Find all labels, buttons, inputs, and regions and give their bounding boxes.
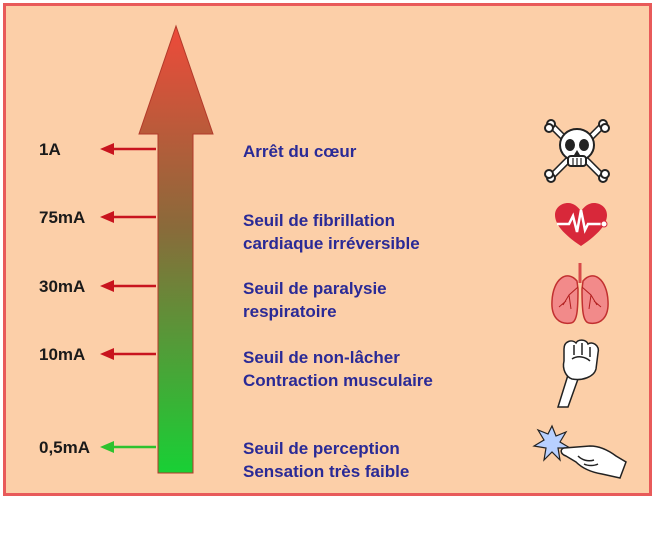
level-label-1a: 1A [39, 140, 61, 159]
description-perception: Seuil de perception Sensation très faibl… [243, 439, 410, 481]
level-label-30ma: 30mA [39, 277, 86, 296]
pointer-arrow-0-5ma [100, 441, 156, 453]
description-fibrillation: Seuil de fibrillation cardiaque irrévers… [243, 211, 420, 253]
heart-ecg-icon [555, 203, 608, 246]
pointer-arrow-1a [100, 143, 156, 155]
pointer-arrow-30ma [100, 280, 156, 292]
diagram-panel: 1A Arrêt du cœur 75mA Seuil de fibrillat… [3, 3, 652, 496]
skull-crossbones-icon [544, 119, 610, 183]
current-arrow [138, 24, 214, 474]
lungs-icon [551, 263, 609, 325]
level-label-0-5ma: 0,5mA [39, 438, 91, 457]
pointer-arrow-75ma [100, 211, 156, 223]
description-cardiac-arrest: Arrêt du cœur [243, 142, 357, 161]
pointer-arrow-10ma [100, 348, 156, 360]
level-label-75ma: 75mA [39, 208, 86, 227]
finger-spark-icon [532, 424, 627, 479]
description-no-release: Seuil de non-lâcher Contraction musculai… [243, 348, 433, 390]
level-label-10ma: 10mA [39, 345, 86, 364]
description-respiratory-paralysis: Seuil de paralysie respiratoire [243, 279, 387, 321]
arrow-shape [138, 24, 214, 474]
clenched-fist-icon [556, 339, 600, 408]
